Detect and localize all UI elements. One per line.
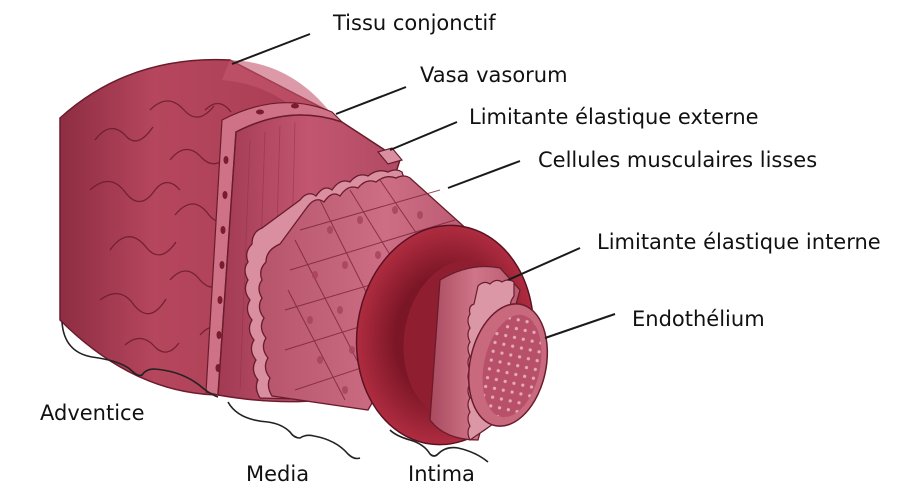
label-adventice: Adventice [40, 401, 145, 425]
leader-endothelium [545, 314, 615, 338]
label-tissu-conjonctif: Tissu conjonctif [332, 11, 496, 35]
leader-tissu-conjonctif [232, 34, 310, 64]
leader-limitante-externe [390, 122, 457, 150]
label-limitante-interne: Limitante élastique interne [597, 230, 881, 254]
leader-limitante-interne [508, 248, 580, 280]
label-vasa-vasorum: Vasa vasorum [420, 63, 568, 87]
label-cellules-musculaires: Cellules musculaires lisses [538, 148, 817, 172]
label-limitante-externe: Limitante élastique externe [469, 105, 759, 129]
label-media: Media [246, 462, 309, 486]
leader-vasa-vasorum [336, 87, 406, 114]
brace-media [228, 402, 360, 459]
leader-cellules-musculaires [448, 161, 520, 188]
label-endothelium: Endothélium [632, 307, 765, 331]
label-intima: Intima [408, 462, 475, 486]
